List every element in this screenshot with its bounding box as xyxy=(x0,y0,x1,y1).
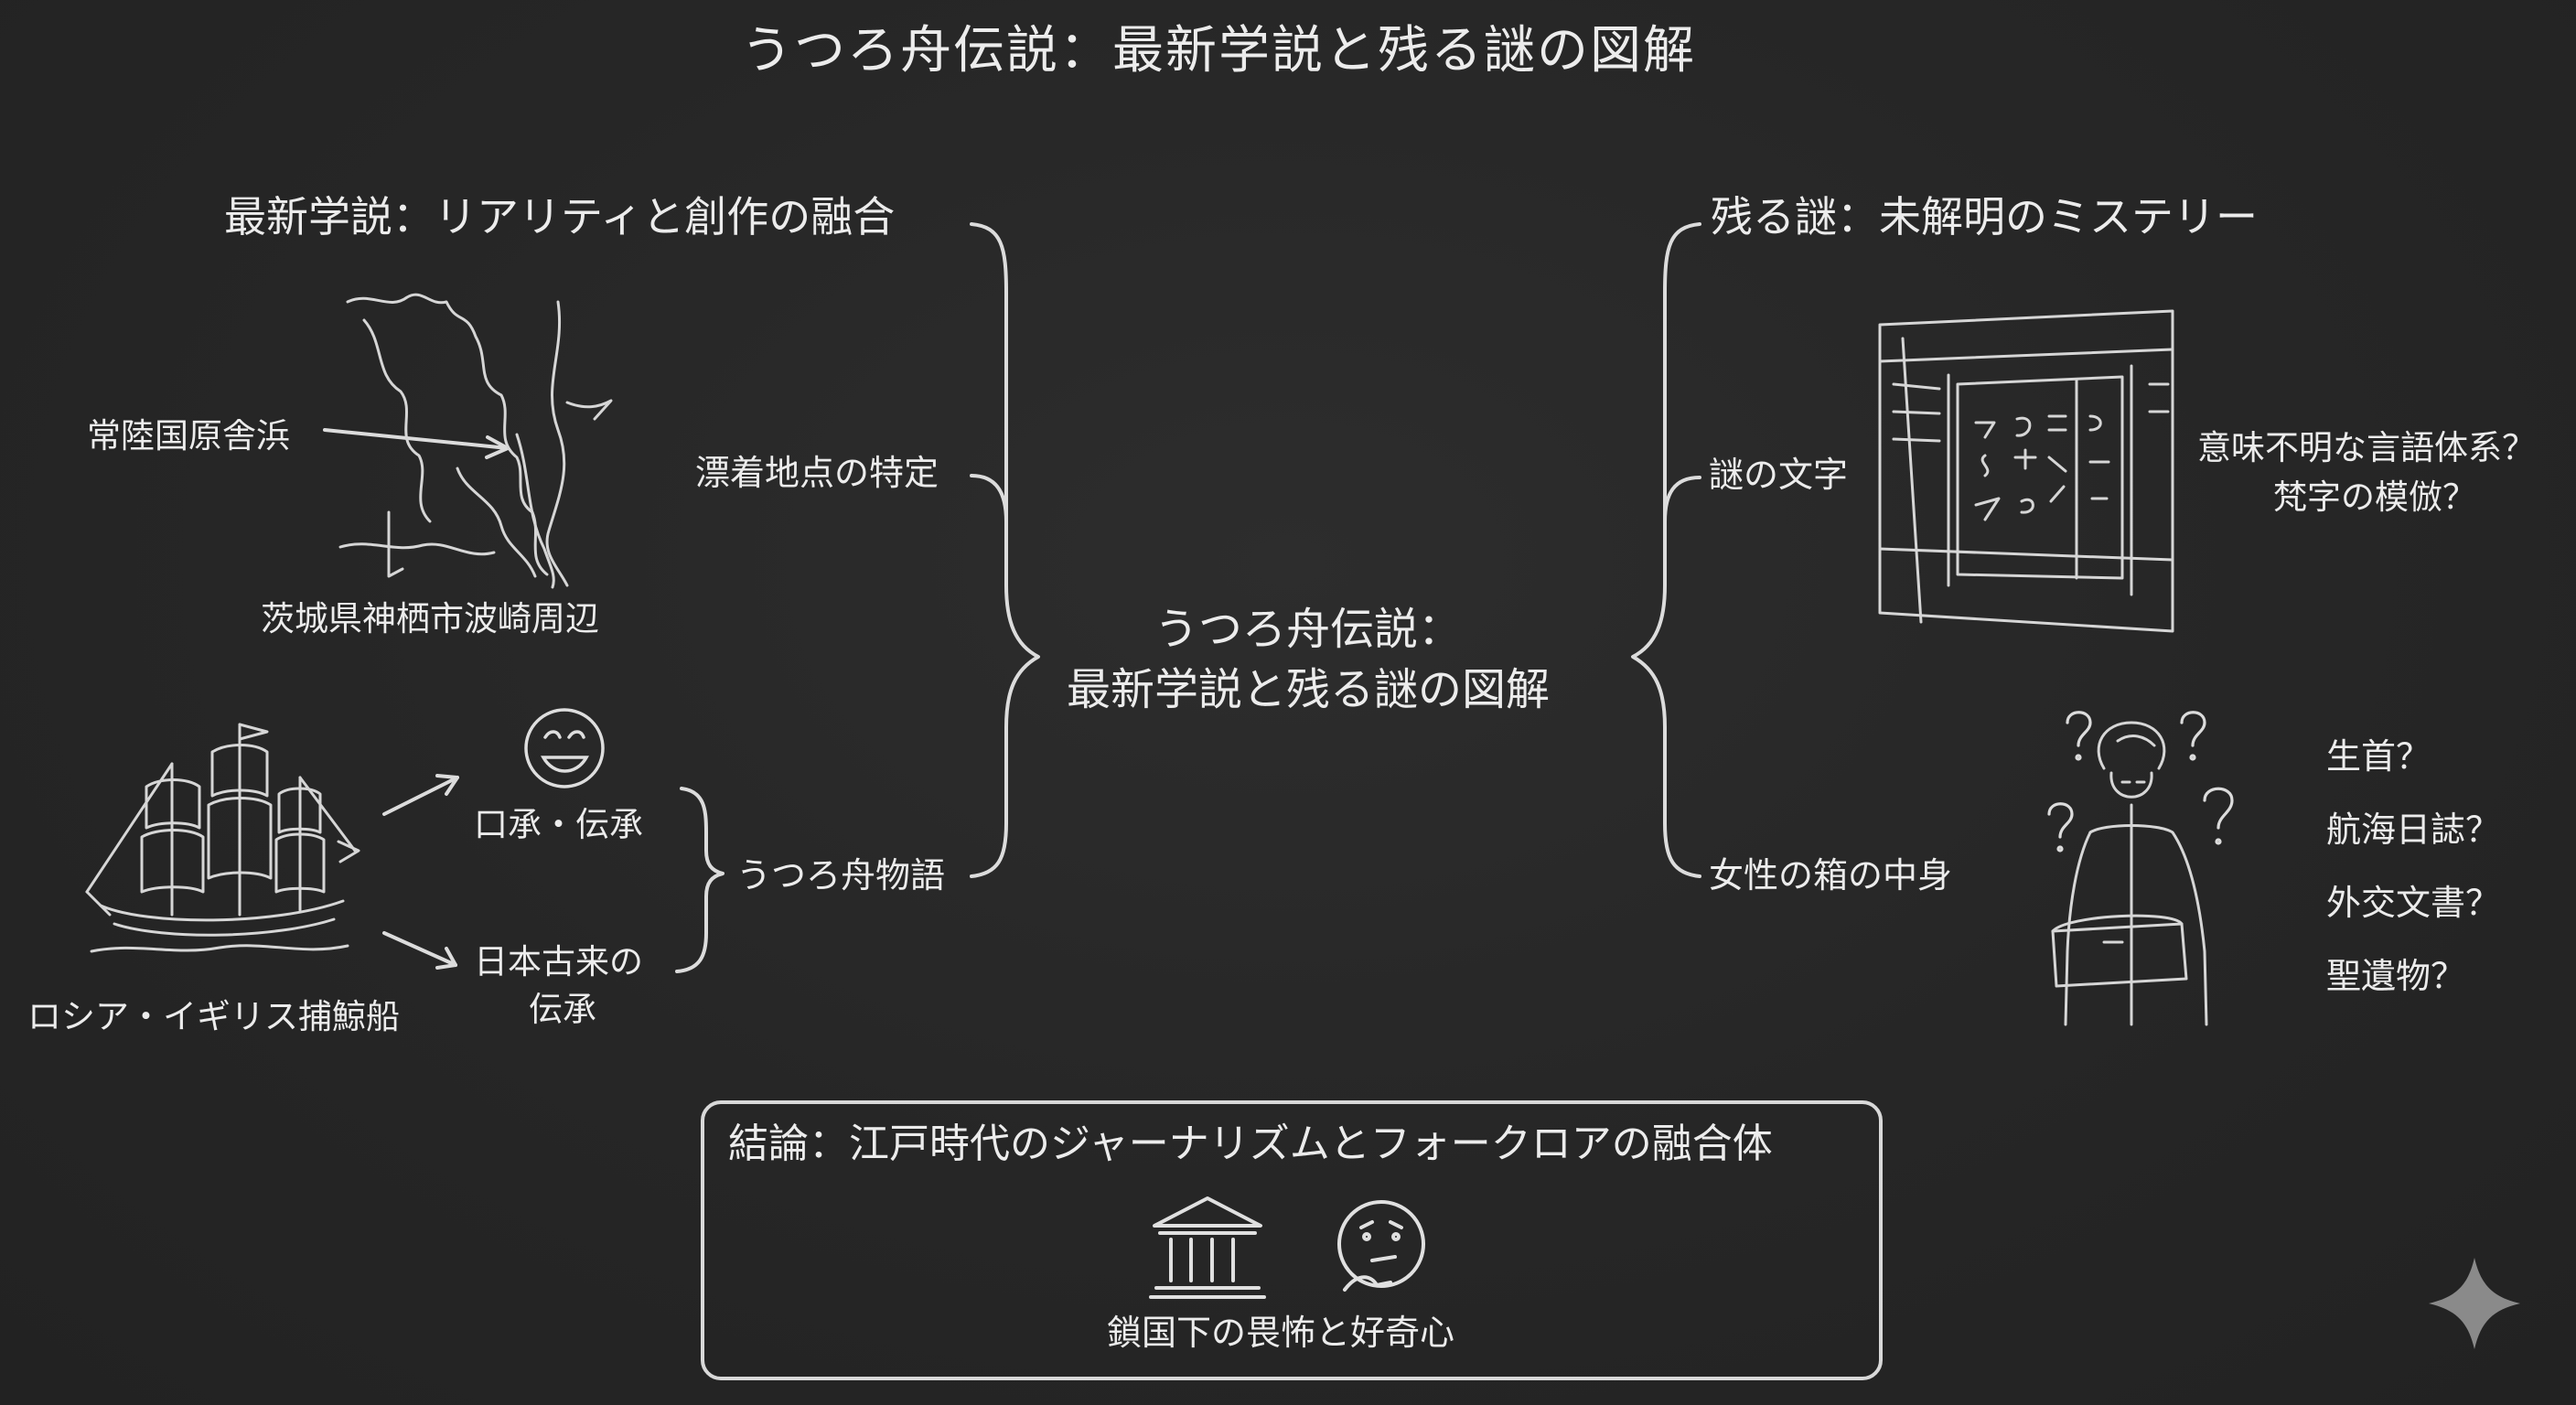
branch-landing-point: 漂着地点の特定 xyxy=(695,453,939,493)
ship-caption: ロシア・イギリス捕鯨船 xyxy=(27,997,400,1036)
center-node-line1: うつろ舟伝説： xyxy=(1154,604,1462,655)
box-candidate-2: 航海日誌？ xyxy=(2326,810,2501,850)
center-node-line2: 最新学説と残る謎の図解 xyxy=(1066,664,1550,716)
box-candidate-3: 外交文書？ xyxy=(2326,883,2501,923)
conclusion-box xyxy=(701,1100,1883,1380)
brace-to-landing-point xyxy=(970,474,1008,523)
right-main-brace xyxy=(1631,222,1701,878)
source-oral-tradition: 口承・伝承 xyxy=(474,805,643,844)
small-brace-sources xyxy=(675,787,724,973)
left-heading: 最新学説：リアリティと創作の融合 xyxy=(224,192,896,241)
conclusion-subtitle: 鎖国下の畏怖と好奇心 xyxy=(1107,1313,1455,1353)
map-place-label: 常陸国原舎浜 xyxy=(87,416,290,456)
box-candidate-4: 聖遺物？ xyxy=(2326,956,2466,996)
left-main-brace xyxy=(970,222,1040,878)
thinking-face-icon xyxy=(1337,1200,1425,1292)
brace-to-characters xyxy=(1663,476,1701,523)
branch-box-contents: 女性の箱の中身 xyxy=(1709,855,1953,896)
arrow-to-landing-spot xyxy=(323,428,510,450)
conclusion-title: 結論：江戸時代のジャーナリズムとフォークロアの融合体 xyxy=(728,1121,1773,1167)
map-sketch-icon xyxy=(338,293,613,589)
sailing-ship-icon xyxy=(85,723,360,953)
source-japanese-tradition-line1: 日本古来の xyxy=(474,942,643,981)
source-japanese-tradition-line2: 伝承 xyxy=(529,990,596,1029)
mysterious-characters-panel-icon xyxy=(1878,309,2174,633)
museum-building-icon xyxy=(1149,1196,1266,1299)
arrow-ship-to-japanese-head xyxy=(435,947,457,970)
arrow-ship-to-oral-head xyxy=(435,774,459,796)
center-node: うつろ舟伝説： 最新学説と残る謎の図解 xyxy=(1043,599,1573,720)
page-title: うつろ舟伝説：最新学説と残る謎の図解 xyxy=(741,21,1696,80)
arrow-ship-to-japanese xyxy=(382,931,457,967)
characters-question-line1: 意味不明な言語体系？ xyxy=(2197,428,2536,467)
branch-mysterious-characters: 謎の文字 xyxy=(1709,455,1849,495)
right-heading: 残る謎：未解明のミステリー xyxy=(1711,192,2258,241)
box-candidate-1: 生首？ xyxy=(2326,736,2431,777)
characters-question-line2: 梵字の模倣？ xyxy=(2273,477,2476,517)
branch-utsuro-story: うつろ舟物語 xyxy=(736,855,946,896)
map-caption: 茨城県神栖市波崎周辺 xyxy=(261,599,599,638)
sparkle-icon xyxy=(2429,1258,2520,1349)
arrow-ship-to-oral xyxy=(382,776,459,816)
question-marks-decoration xyxy=(2047,711,2234,853)
woman-holding-box-icon xyxy=(2051,721,2208,1026)
smiling-face-icon xyxy=(524,708,605,788)
